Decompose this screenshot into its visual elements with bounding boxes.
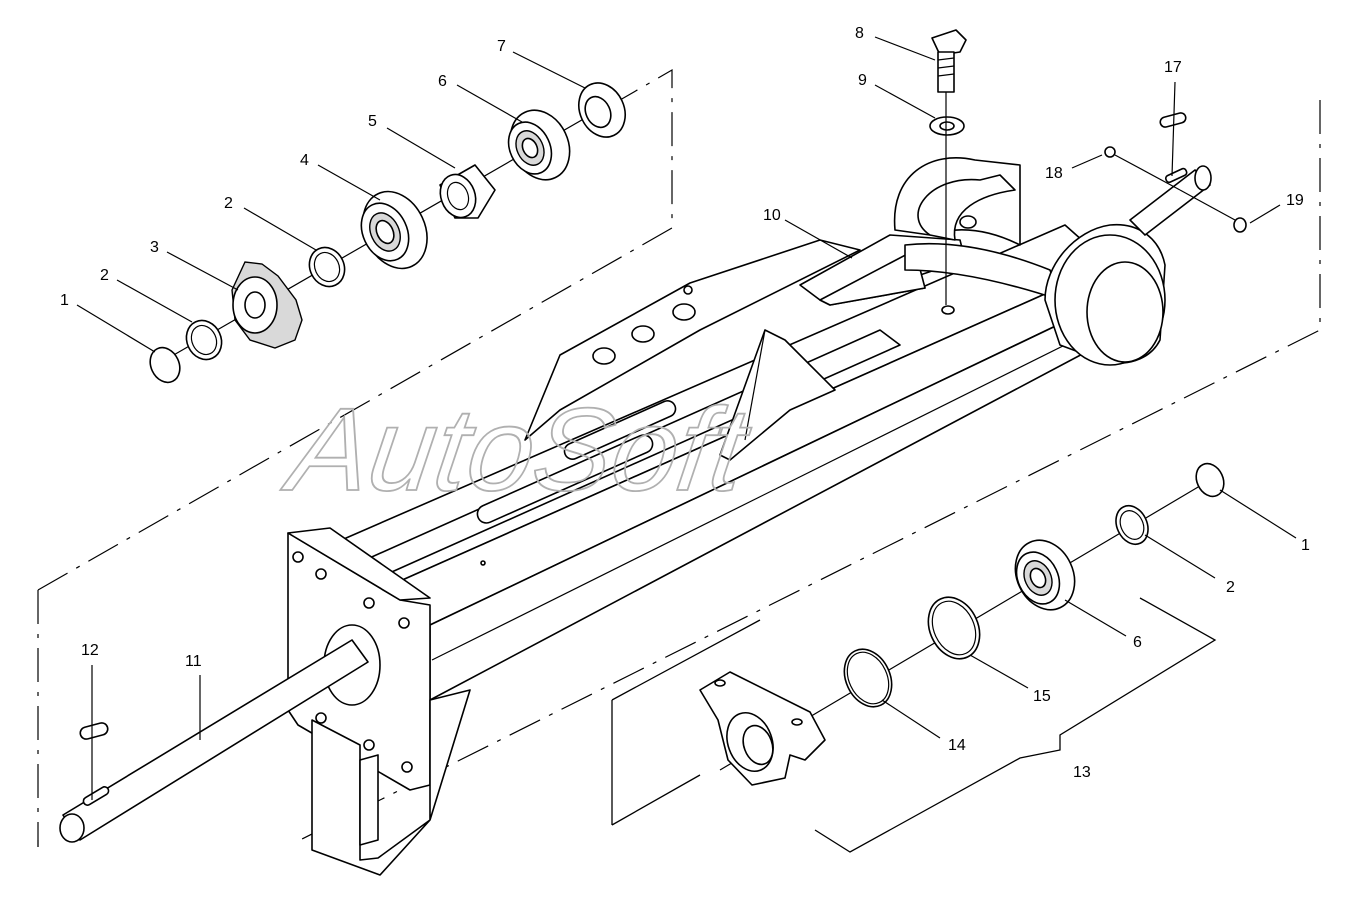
- callout-1-upper: 1: [60, 292, 69, 309]
- callout-2-lower: 2: [1226, 579, 1235, 596]
- callout-15: 15: [1033, 688, 1051, 705]
- bearing-housing: [1044, 223, 1166, 366]
- part-12-key: [79, 722, 109, 740]
- part-18-nipple: [1104, 146, 1116, 158]
- part-4-bearing: [360, 190, 428, 270]
- part-11-shaft: [59, 639, 369, 843]
- assembly-13-bracket: [611, 597, 1217, 853]
- callout-labels: 1 2 3 2 4 5 6 7 8 9 10 11 12 13 14 15 6 …: [60, 25, 1310, 781]
- top-plate: [524, 239, 861, 441]
- callout-11: 11: [185, 653, 202, 670]
- part-7-seal: [578, 82, 626, 138]
- callout-4: 4: [300, 152, 309, 169]
- callout-9: 9: [858, 72, 867, 89]
- callout-10: 10: [763, 207, 781, 224]
- callout-6-lower: 6: [1133, 634, 1142, 651]
- part-6-bearing-lower: [1014, 539, 1076, 611]
- pillow-block-housing: [699, 671, 826, 786]
- part-6-bearing: [507, 109, 571, 181]
- part-19-screw: [1233, 217, 1247, 233]
- part-9-washer: [929, 116, 965, 136]
- callout-12: 12: [81, 642, 99, 659]
- callout-2-upper-a: 2: [100, 267, 109, 284]
- callout-18: 18: [1045, 165, 1063, 182]
- part-8-bolt: [931, 29, 967, 93]
- callout-14: 14: [948, 737, 966, 754]
- watermark-logo: AutoSoft: [277, 385, 759, 516]
- callout-7: 7: [497, 38, 506, 55]
- upper-shaft-stub: [1129, 112, 1212, 236]
- callout-19: 19: [1286, 192, 1304, 209]
- upper-left-exploded-parts: [149, 82, 626, 384]
- callout-5: 5: [368, 113, 377, 130]
- lower-right-exploded-parts: [699, 462, 1225, 786]
- callout-8: 8: [855, 25, 864, 42]
- part-3-bevel-gear: [231, 261, 303, 349]
- callout-13: 13: [1073, 764, 1091, 781]
- callout-6-upper: 6: [438, 73, 447, 90]
- callout-17: 17: [1164, 59, 1182, 76]
- part-5-spacer: [439, 164, 496, 219]
- callout-2-upper-b: 2: [224, 195, 233, 212]
- callout-1-lower: 1: [1301, 537, 1310, 554]
- assembly-guide-lines: [37, 68, 1321, 847]
- callout-3: 3: [150, 239, 159, 256]
- leader-lines: [76, 36, 1297, 800]
- yoke-fork: [893, 157, 1061, 301]
- gusset-plate: [719, 329, 836, 461]
